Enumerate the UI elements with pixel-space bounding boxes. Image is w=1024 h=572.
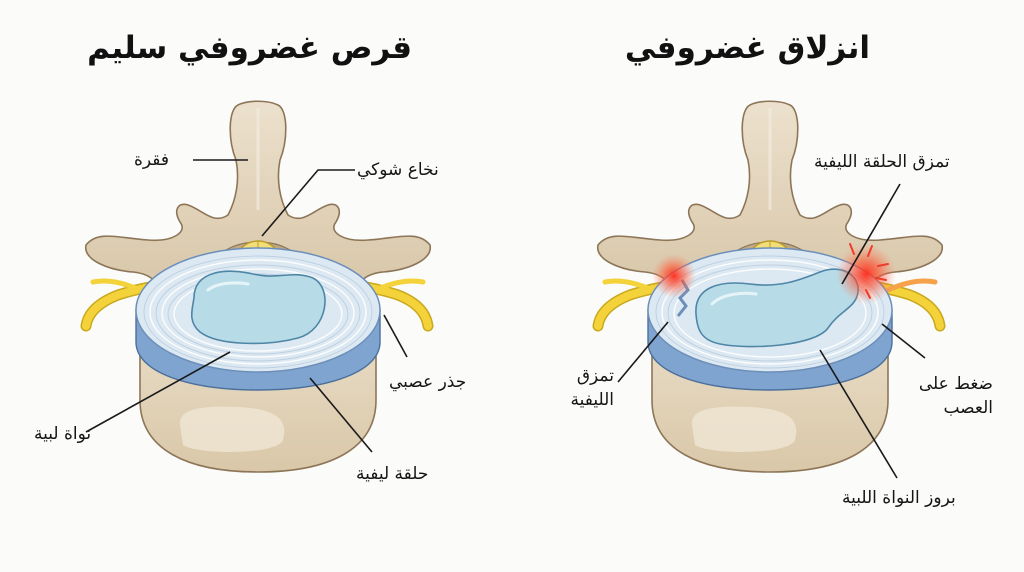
label-annulus-tear-left: تمزق الليفية xyxy=(548,364,614,412)
healthy-leader-lines xyxy=(85,159,408,453)
herniated-vertebra xyxy=(592,99,946,473)
label-nerve-compression: ضغط على العصب xyxy=(897,372,993,420)
label-vertebra: فقرة xyxy=(134,150,170,170)
label-annulus-tear-left-line2: الليفية xyxy=(570,390,614,410)
label-nerve-compression-line2: العصب xyxy=(943,398,993,418)
herniated-leader-lines xyxy=(617,183,926,479)
label-annulus-fibrosus: حلقة ليفية xyxy=(356,464,429,484)
label-nerve-root: جذر عصبي xyxy=(389,372,467,392)
label-annulus-tear-top: تمزق الحلقة الليفية xyxy=(814,152,950,172)
label-nucleus-protrusion: بروز النواة اللبية xyxy=(842,488,956,508)
healthy-vertebra xyxy=(80,99,434,473)
label-nerve-compression-line1: ضغط على xyxy=(918,374,993,394)
label-spinal-cord: نخاع شوكي xyxy=(357,160,439,180)
label-annulus-tear-left-line1: تمزق xyxy=(576,366,614,386)
label-nucleus-pulposus: نواة لبية xyxy=(34,424,92,444)
healthy-disc-title: قرص غضروفي سليم xyxy=(87,30,412,66)
herniated-disc-title: انزلاق غضروفي xyxy=(624,30,870,66)
